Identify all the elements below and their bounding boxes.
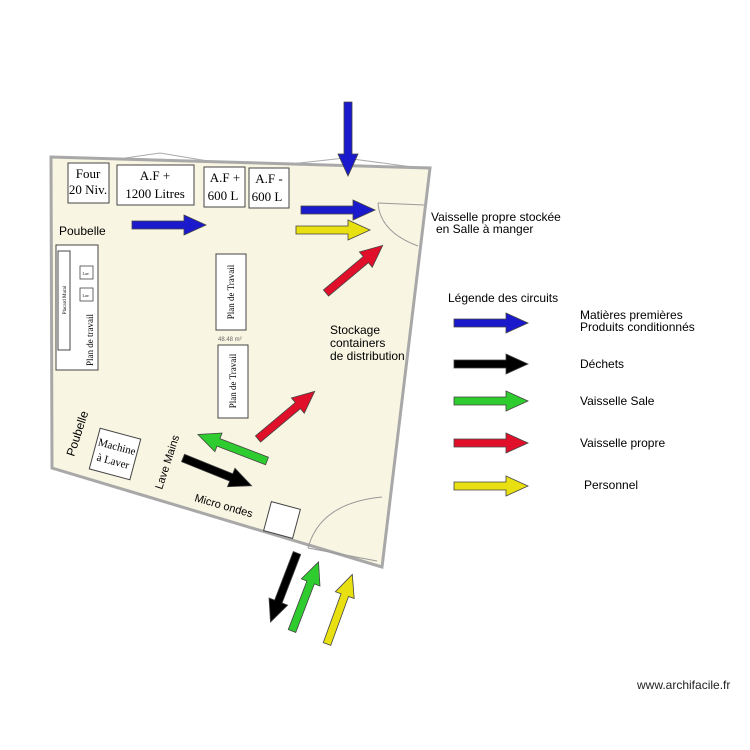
af600a-label-2: 600 L [208, 188, 239, 203]
stockage-line-3: de distribution [330, 349, 405, 363]
four-label-2: 20 Niv. [69, 182, 107, 197]
legend-label-4: Vaisselle propre [580, 436, 665, 450]
plan-travail-2: Plan de Travail [217, 344, 249, 419]
plan-travail-left-label: Plan de travail [85, 314, 95, 366]
legend-arrow-green [453, 390, 529, 412]
lave-small-label-1: Lav. [83, 271, 90, 276]
micro-ondes-box [263, 501, 301, 539]
door-bottom-right [307, 496, 383, 562]
machine-a-laver: Machine à Laver [88, 427, 142, 481]
placard-label: Placard Mural [63, 285, 68, 314]
legend-label-5: Personnel [584, 478, 638, 492]
af1200-label-1: A.F + [140, 168, 170, 183]
legend: Légende des circuits Matières premières … [448, 291, 695, 497]
vaisselle-stockee-line-2: en Salle à manger [436, 222, 533, 236]
af600a-label-1: A.F + [210, 170, 240, 185]
four-box: Four 20 Niv. [67, 162, 110, 204]
legend-label-2: Déchets [580, 357, 624, 371]
stockage-line-2: containers [330, 336, 385, 350]
plan-travail-1: Plan de Travail [215, 253, 247, 331]
plan-travail-2-label: Plan de Travail [228, 353, 238, 408]
legend-arrow-blue [453, 312, 529, 334]
af600b-label-1: A.F - [255, 171, 282, 186]
yellow-arrow-outside [317, 570, 363, 648]
legend-arrow-yellow [453, 475, 529, 497]
poubelle-top-label: Poubelle [59, 224, 106, 238]
legend-label-1a: Matières premières [580, 308, 683, 322]
lave-small-label-2: Lav. [83, 293, 90, 298]
surface-label: 48.48 m² [218, 337, 242, 343]
legend-label-3: Vaisselle Sale [580, 394, 655, 408]
af600b-label-2: 600 L [252, 189, 283, 204]
af-1200-box: A.F + 1200 Litres [116, 164, 195, 206]
af-600-plus-box: A.F + 600 L [203, 166, 246, 208]
stockage-label: Stockage containers de distribution [330, 323, 405, 363]
af1200-label-2: 1200 Litres [125, 186, 185, 201]
plan-travail-1-label: Plan de Travail [226, 264, 236, 319]
four-label-1: Four [76, 166, 101, 181]
door-top-right [377, 202, 425, 247]
vaisselle-stockee-line-1: Vaisselle propre stockée [431, 210, 561, 224]
watermark: www.archifacile.fr [637, 678, 731, 692]
left-workbench: Placard Mural Plan de travail Lav. Lav. [55, 244, 99, 371]
stockage-line-1: Stockage [330, 323, 380, 337]
af-600-minus-box: A.F - 600 L [248, 167, 290, 209]
legend-arrow-black [453, 353, 529, 375]
legend-title: Légende des circuits [448, 291, 558, 305]
legend-arrow-red [453, 432, 529, 454]
legend-label-1b: Produits conditionnés [580, 320, 695, 334]
